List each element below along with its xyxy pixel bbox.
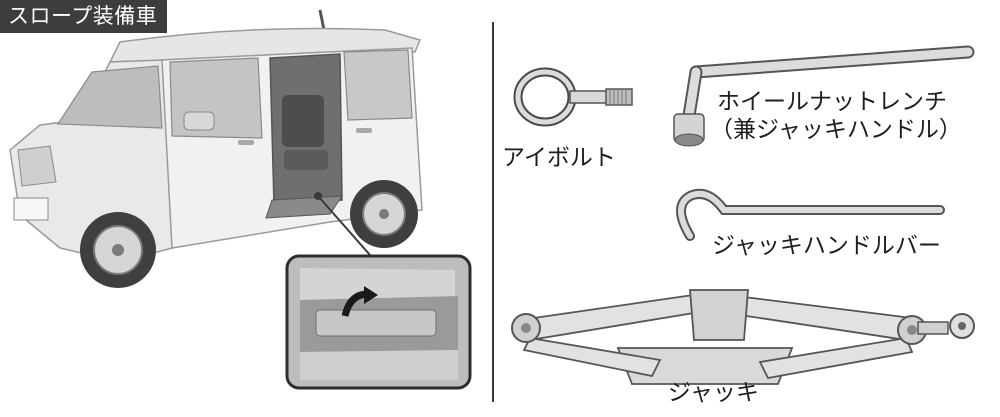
jack-label: ジャッキ	[668, 380, 759, 406]
eye-bolt-drawing	[513, 67, 633, 127]
divider-line	[492, 22, 494, 402]
jack-handle-bar-label: ジャッキハンドルバー	[712, 233, 941, 259]
jack-handle-bar-drawing	[676, 188, 945, 241]
wheel-nut-wrench-sub-label: （兼ジャッキハンドル）	[710, 117, 962, 143]
scissor-jack-drawing	[511, 289, 975, 385]
wheel-nut-wrench-drawing	[673, 45, 975, 147]
van-illustration	[9, 9, 472, 390]
section-tag: スロープ装備車	[0, 0, 168, 33]
eye-bolt-label: アイボルト	[502, 145, 616, 171]
wheel-nut-wrench-label: ホイールナットレンチ	[717, 89, 947, 115]
